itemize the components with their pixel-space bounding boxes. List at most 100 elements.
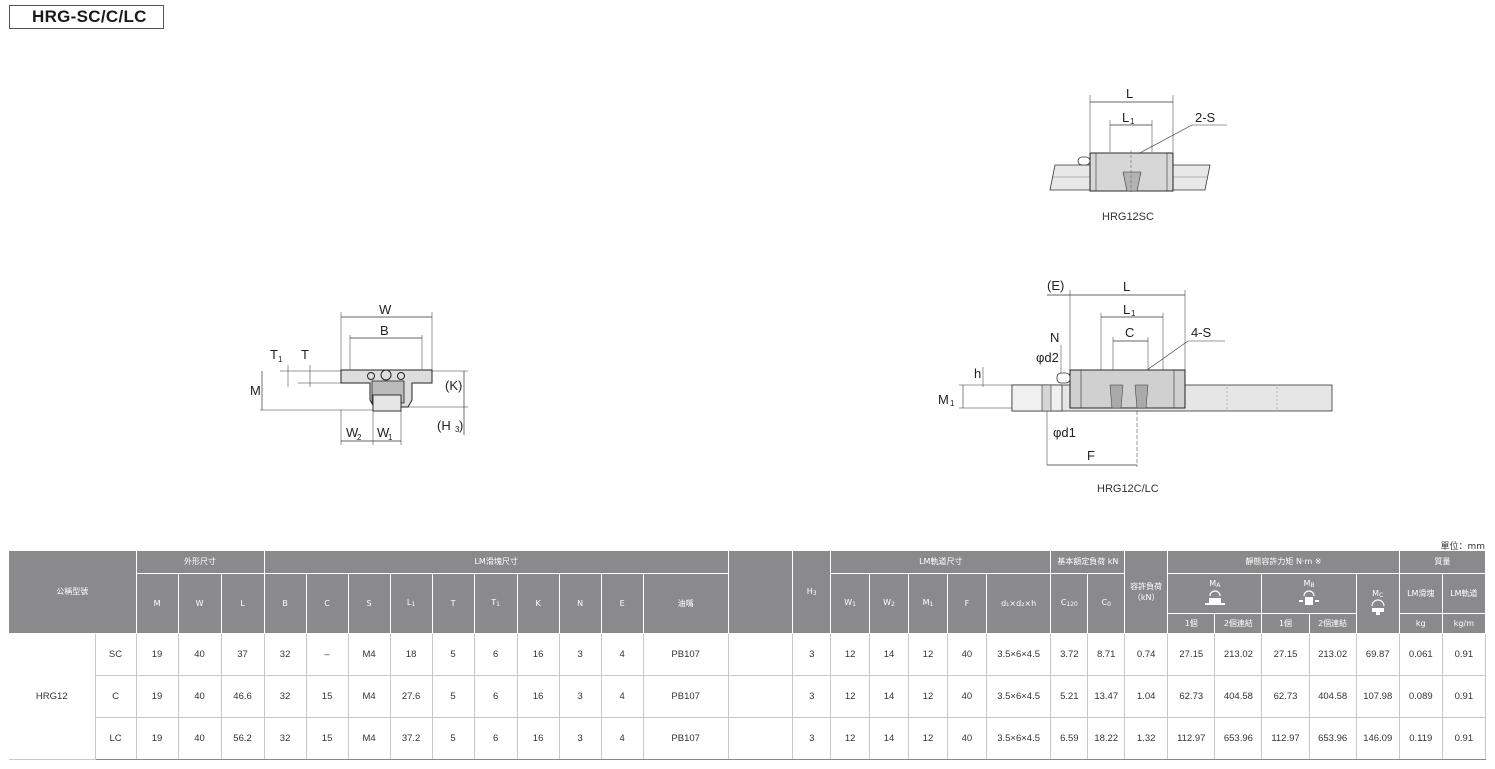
cell-grease: PB107 [643,717,729,760]
dim-w2-label: W [346,425,359,440]
cell-blank [728,675,794,718]
dim-l1-label: L [1122,110,1129,125]
cell-K: 16 [517,633,560,676]
moment-c-icon [1371,599,1385,615]
top-view-sc-drawing: L L 1 2-S HRG12SC [1040,80,1240,230]
cell-W1: 12 [830,633,871,676]
cell-T1: 6 [474,717,518,760]
svg-text:3: 3 [455,425,460,434]
sc-caption: HRG12SC [1102,211,1154,223]
moment-a-icon [1204,590,1225,605]
dim-m-label: M [250,383,261,398]
dim-b-label: B [380,323,389,338]
header-model: 公稱型號 [9,551,137,634]
svg-text:2: 2 [357,433,362,442]
dim-l-side-label: L [1123,279,1130,294]
cell-N: 3 [559,675,602,718]
cell-L: 37 [221,633,265,676]
cell-C120: 5.21 [1050,675,1089,718]
dim-w1-label: W [377,425,390,440]
cell-C0: 8.71 [1087,633,1126,676]
cell-block_kg: 0.089 [1399,675,1443,718]
cell-T: 5 [432,717,475,760]
cell-blank [728,717,794,760]
cell-W2: 14 [869,717,909,760]
dim-4s-label: 4-S [1191,325,1212,340]
cell-MB2: 653.96 [1309,717,1357,760]
header-mc: MC [1356,573,1400,634]
cell-W2: 14 [869,675,909,718]
cell-allow: 1.32 [1124,717,1169,760]
cell-MB1: 62.73 [1261,675,1310,718]
header-mb: MB [1261,573,1357,614]
dim-d2-label: φd2 [1036,350,1059,365]
side-view-c-drawing: (E) L L 1 C 4-S N φd2 h M 1 [935,275,1345,500]
cell-W: 40 [178,717,222,760]
cell-C0: 18.22 [1087,717,1126,760]
cell-N: 3 [559,633,602,676]
cell-MB2: 404.58 [1309,675,1357,718]
dim-2s-label: 2-S [1195,110,1216,125]
cell-MC: 69.87 [1356,633,1400,676]
cell-W1: 12 [830,717,871,760]
cell-B: 32 [264,717,307,760]
cell-type: C [95,675,137,718]
cell-d: 3.5×6×4.5 [986,717,1052,760]
cell-M1: 12 [908,675,948,718]
cell-F: 40 [947,717,987,760]
cell-S: M4 [348,633,391,676]
unit-label: 單位：mm [1440,542,1485,552]
cell-H3: 3 [792,633,832,676]
header-rail: LM軌道尺寸 [830,551,1052,574]
cell-C: 15 [306,675,349,718]
cell-MC: 107.98 [1356,675,1400,718]
cell-N: 3 [559,717,602,760]
cell-B: 32 [264,633,307,676]
cell-E: 4 [601,675,644,718]
dim-f-label: F [1087,448,1095,463]
dim-h-label: h [974,366,981,381]
header-block: LM滑塊尺寸 [264,551,729,574]
cell-M: 19 [136,717,179,760]
cell-grease: PB107 [643,633,729,676]
dim-n-label: N [1050,330,1059,345]
cell-S: M4 [348,675,391,718]
cell-MA1: 62.73 [1167,675,1216,718]
svg-text:): ) [459,418,463,433]
cell-C: – [306,633,349,676]
dim-m1-label: M [938,392,949,407]
cell-T1: 6 [474,633,518,676]
svg-text:1: 1 [1130,117,1135,126]
specification-table: 公稱型號 外形尺寸 LM滑塊尺寸 H3 LM軌道尺寸 基本額定負荷 kN 容許負… [9,551,1487,760]
cell-F: 40 [947,675,987,718]
cell-M: 19 [136,675,179,718]
dim-e-label: (E) [1047,278,1064,293]
cell-C120: 3.72 [1050,633,1089,676]
cell-type: LC [95,717,137,760]
cell-C0: 13.47 [1087,675,1126,718]
svg-text:1: 1 [278,355,283,364]
cell-M1: 12 [908,633,948,676]
moment-b-icon [1299,590,1320,605]
cell-block_kg: 0.061 [1399,633,1443,676]
svg-text:1: 1 [950,399,955,408]
cell-F: 40 [947,633,987,676]
cell-C120: 6.59 [1050,717,1089,760]
cell-T: 5 [432,675,475,718]
header-moment: 靜態容許力矩 N·m ※ [1167,551,1400,574]
product-series-title: HRG-SC/C/LC [9,5,164,29]
cell-d: 3.5×6×4.5 [986,675,1052,718]
cell-L1: 27.6 [390,675,433,718]
dim-t-label: T [301,347,309,362]
dim-k-label: (K) [445,378,462,393]
cell-T: 5 [432,633,475,676]
cell-allow: 1.04 [1124,675,1169,718]
cell-MA1: 27.15 [1167,633,1216,676]
cell-M1: 12 [908,717,948,760]
svg-text:1: 1 [388,433,393,442]
header-h3: H3 [792,551,832,634]
cell-MC: 146.09 [1356,717,1400,760]
c-lc-caption: HRG12C/LC [1097,483,1159,495]
svg-text:1: 1 [1131,309,1136,318]
